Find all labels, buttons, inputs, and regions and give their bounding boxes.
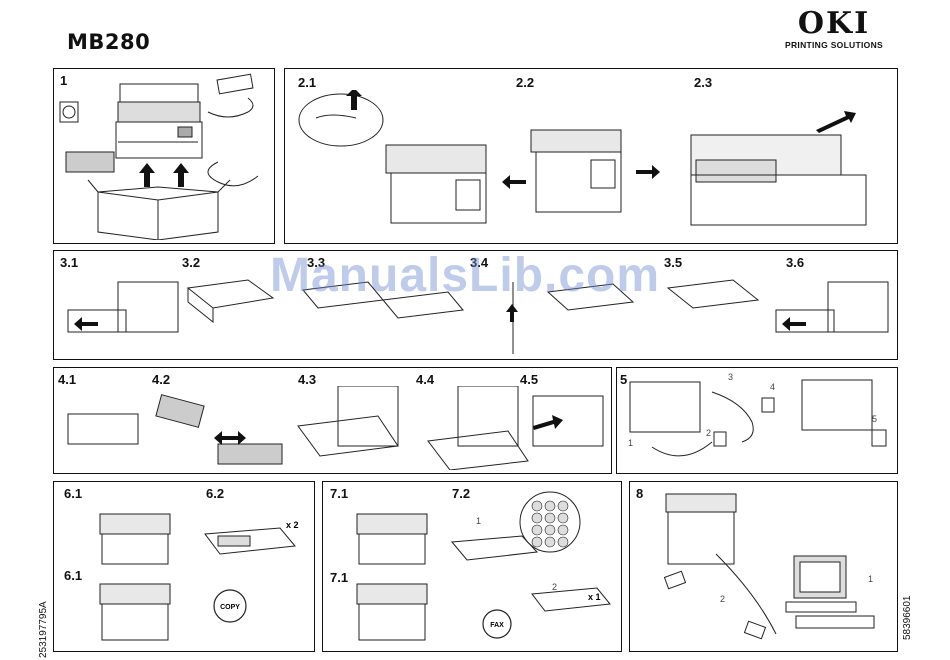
step-label: 3.1 — [60, 255, 78, 270]
keypad-icon — [520, 492, 580, 552]
copy-illustration: COPY x 2 — [90, 484, 310, 649]
unboxing-illustration — [58, 72, 268, 240]
step-label: 3.5 — [664, 255, 682, 270]
brand-block: OKI PRINTING SOLUTIONS — [780, 8, 888, 50]
fax-button: FAX — [490, 622, 504, 629]
step-label: 3.6 — [786, 255, 804, 270]
fax-button-callout: FAX — [483, 610, 511, 638]
callout-number: 4 — [770, 382, 775, 392]
callout-number: 1 — [868, 574, 873, 584]
step-label: 4.5 — [520, 372, 538, 387]
arrow-icon — [214, 415, 563, 445]
copy-button: COPY — [220, 604, 240, 611]
watermark: ManualsLib.com — [270, 248, 660, 303]
computer-icon — [786, 556, 874, 628]
cartridge-install-illustration — [58, 386, 608, 470]
fax-illustration: FAX x 1 1 2 — [352, 484, 617, 649]
document-code-left: 253197795A — [38, 601, 49, 658]
remove-tape-illustration — [296, 90, 896, 238]
step-label: 2.2 — [516, 75, 534, 90]
step-label: 7.1 — [330, 486, 348, 501]
times-one: x 1 — [588, 592, 601, 602]
callout-number: 2 — [552, 582, 557, 592]
callout-number: 1 — [628, 438, 633, 448]
step-label: 2.1 — [298, 75, 316, 90]
model-title: MB280 — [67, 30, 150, 54]
step-label: 4.4 — [416, 372, 434, 387]
step-label: 4.3 — [298, 372, 316, 387]
usb-connection-illustration: 1 2 — [636, 484, 892, 649]
printer-icon — [116, 84, 202, 158]
box-icon — [88, 180, 230, 240]
copy-button-callout: COPY — [214, 590, 246, 622]
step-label: 6.1 — [64, 568, 82, 583]
callout-number: 2 — [706, 428, 711, 438]
step-label: 7.1 — [330, 570, 348, 585]
callout-number: 2 — [720, 594, 725, 604]
step-label: 2.3 — [694, 75, 712, 90]
arrow-icon — [139, 163, 189, 187]
cable-icon — [208, 74, 258, 186]
callout-number: 3 — [728, 372, 733, 382]
callout-number: 5 — [872, 414, 877, 424]
step-label: 4.2 — [152, 372, 170, 387]
toner-cartridge-icon — [66, 152, 114, 172]
document-code-right: 58396601 — [902, 596, 913, 641]
step-label: 4.1 — [58, 372, 76, 387]
oki-logo: OKI — [780, 8, 888, 40]
step-label: 6.1 — [64, 486, 82, 501]
connect-cables-illustration: 1 2 3 4 5 — [622, 372, 894, 472]
callout-number: 1 — [476, 516, 481, 526]
brand-tagline: PRINTING SOLUTIONS — [780, 40, 888, 50]
times-two: x 2 — [286, 520, 299, 530]
step-label: 3.2 — [182, 255, 200, 270]
